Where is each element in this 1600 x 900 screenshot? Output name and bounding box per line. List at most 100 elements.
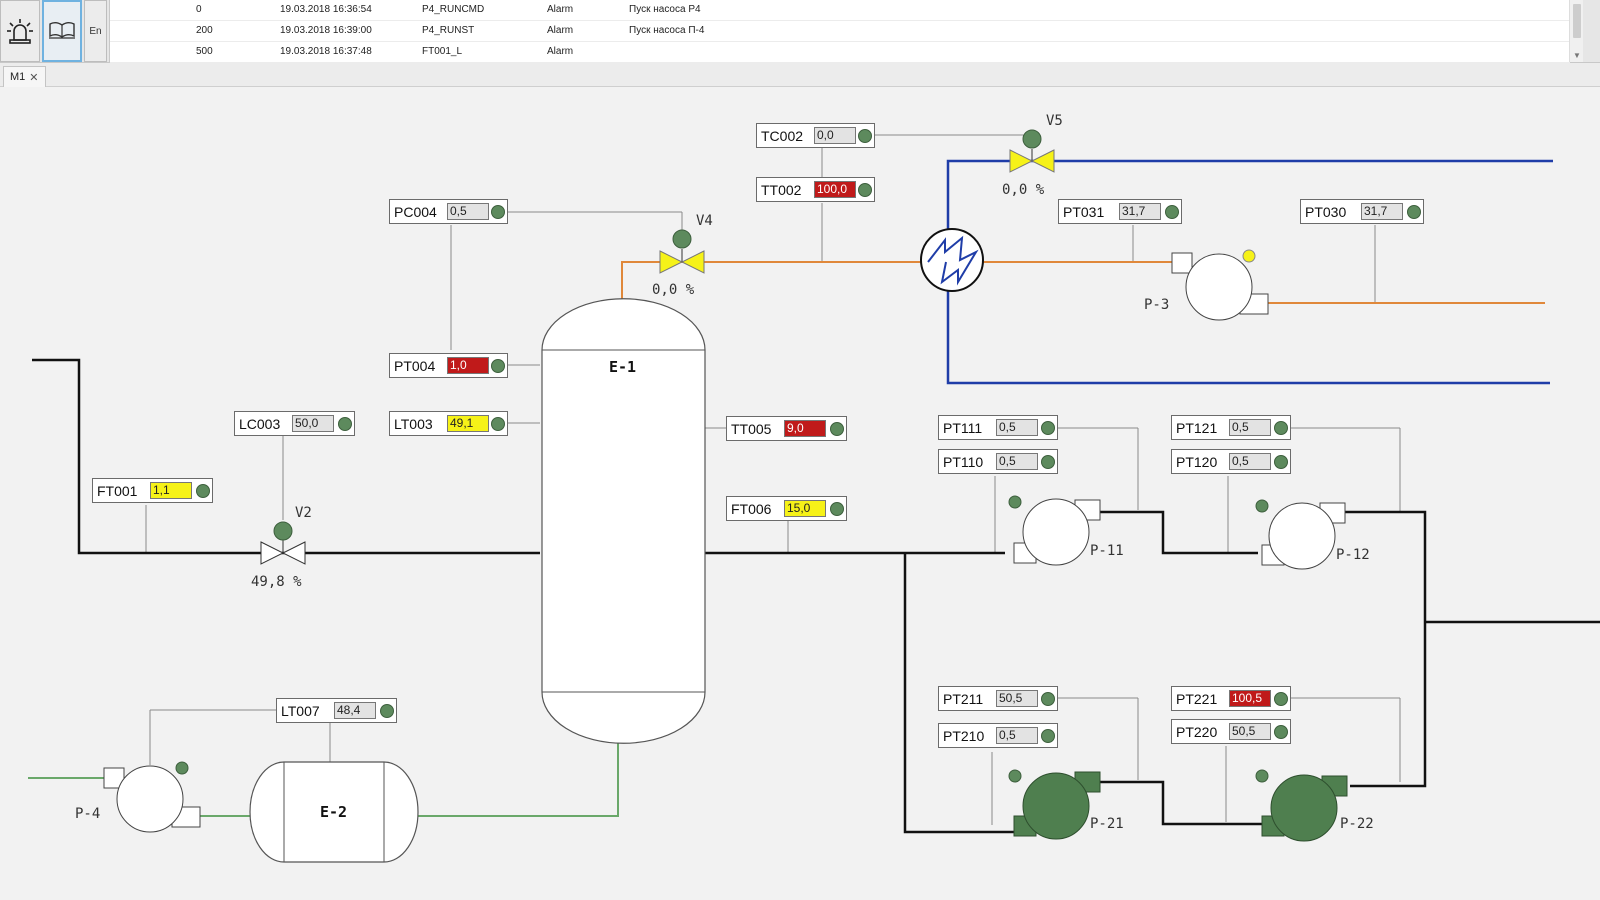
widget-pt111[interactable]: PT111 0,5 <box>938 415 1058 440</box>
language-button[interactable]: En <box>84 0 107 62</box>
alarm-message: Пуск насоса Р4 <box>629 4 701 15</box>
widget-tag: PT220 <box>1176 723 1218 740</box>
widget-tag: TT002 <box>761 181 802 198</box>
alarm-row[interactable]: 0 19.03.2018 16:36:54 P4_RUNCMD Alarm Пу… <box>110 0 1570 21</box>
alarm-type: Alarm <box>547 25 574 36</box>
valve-v5-name: V5 <box>1046 113 1063 129</box>
widget-lt003[interactable]: LT003 49,1 <box>389 411 508 436</box>
widget-tag: PT111 <box>943 419 983 436</box>
status-led-icon <box>1041 421 1055 435</box>
pump-p3-label: P-3 <box>1144 297 1170 313</box>
widget-value: 50,5 <box>1229 723 1271 740</box>
widget-tag: LC003 <box>239 415 281 432</box>
alarm-priority: 0 <box>196 4 202 15</box>
pump-p3[interactable] <box>1171 249 1269 321</box>
close-icon[interactable]: ✕ <box>29 71 39 84</box>
widget-value: 15,0 <box>784 500 826 517</box>
vessel-e1-label: E-1 <box>609 358 637 376</box>
alarm-type: Alarm <box>547 46 574 57</box>
alarm-journal-button[interactable] <box>42 0 82 62</box>
book-icon <box>49 22 75 39</box>
widget-value: 0,5 <box>1229 419 1271 436</box>
widget-tt002[interactable]: TT002 100,0 <box>756 177 875 202</box>
signal-lines <box>145 134 1401 825</box>
widget-tag: FT006 <box>731 500 772 517</box>
widget-value: 0,5 <box>996 453 1038 470</box>
vessel-e1[interactable] <box>541 298 706 744</box>
status-led-icon <box>1407 205 1421 219</box>
alarm-row[interactable]: 200 19.03.2018 16:39:00 P4_RUNST Alarm П… <box>110 21 1570 42</box>
widget-pt120[interactable]: PT120 0,5 <box>1171 449 1291 474</box>
widget-value: 50,5 <box>996 690 1038 707</box>
pump-p22[interactable] <box>1255 769 1348 842</box>
widget-value: 31,7 <box>1119 203 1161 220</box>
widget-pt211[interactable]: PT211 50,5 <box>938 686 1058 711</box>
tab-m1[interactable]: M1 ✕ <box>3 66 46 87</box>
widget-tag: PT030 <box>1305 203 1347 220</box>
widget-tag: PC004 <box>394 203 437 220</box>
status-led-icon <box>380 704 394 718</box>
alarm-row[interactable]: 500 19.03.2018 16:37:48 FT001_L Alarm <box>110 42 1570 63</box>
widget-pt220[interactable]: PT220 50,5 <box>1171 719 1291 744</box>
alarm-time: 19.03.2018 16:37:48 <box>280 46 372 57</box>
tab-label: M1 <box>10 71 26 83</box>
chevron-down-icon[interactable]: ▼ <box>1573 51 1581 60</box>
widget-tc002[interactable]: TC002 0,0 <box>756 123 875 148</box>
status-led-icon <box>196 484 210 498</box>
widget-tag: TC002 <box>761 127 804 144</box>
widget-tag: LT007 <box>281 702 320 719</box>
widget-pt210[interactable]: PT210 0,5 <box>938 723 1058 748</box>
widget-tag: PT110 <box>943 453 984 470</box>
tab-bar: M1 ✕ <box>0 63 1600 87</box>
process-mimic-canvas: E-1 E-2 V2 49,8 % V4 0,0 % V5 0,0 % P-3 … <box>0 87 1600 900</box>
widget-value: 0,0 <box>814 127 856 144</box>
widget-ft001[interactable]: FT001 1,1 <box>92 478 213 503</box>
widget-lc003[interactable]: LC003 50,0 <box>234 411 355 436</box>
widget-tag: PT221 <box>1176 690 1218 707</box>
valve-v2-position: 49,8 % <box>251 574 302 590</box>
widget-tt005[interactable]: TT005 9,0 <box>726 416 847 441</box>
alarm-list-scrollbar[interactable]: ▼ <box>1569 0 1583 62</box>
widget-value: 49,1 <box>447 415 489 432</box>
widget-tag: LT003 <box>394 415 433 432</box>
heat-exchanger[interactable] <box>920 228 984 292</box>
alarm-time: 19.03.2018 16:39:00 <box>280 25 372 36</box>
widget-pc004[interactable]: PC004 0,5 <box>389 199 508 224</box>
widget-value: 31,7 <box>1361 203 1403 220</box>
status-led-icon <box>1165 205 1179 219</box>
valve-v5-position: 0,0 % <box>1002 182 1045 198</box>
pump-p21[interactable] <box>1008 769 1101 840</box>
widget-pt004[interactable]: PT004 1,0 <box>389 353 508 378</box>
scrollbar-thumb[interactable] <box>1573 4 1581 38</box>
pump-p4-label: P-4 <box>75 806 101 822</box>
widget-pt121[interactable]: PT121 0,5 <box>1171 415 1291 440</box>
alarm-beacon-button[interactable] <box>0 0 40 62</box>
status-led-icon <box>1274 692 1288 706</box>
process-pipes-blue <box>946 159 1553 385</box>
process-pipes-green <box>28 738 619 817</box>
status-led-icon <box>491 205 505 219</box>
pump-p12-label: P-12 <box>1336 547 1370 563</box>
widget-pt110[interactable]: PT110 0,5 <box>938 449 1058 474</box>
vessel-e2[interactable] <box>249 761 419 863</box>
widget-ft006[interactable]: FT006 15,0 <box>726 496 847 521</box>
widget-pt030[interactable]: PT030 31,7 <box>1300 199 1424 224</box>
widget-pt221[interactable]: PT221 100,5 <box>1171 686 1291 711</box>
pump-p11[interactable] <box>1008 495 1101 566</box>
process-diagram <box>28 129 1600 863</box>
pump-p4[interactable] <box>103 761 201 833</box>
alarm-beacon-icon <box>7 19 33 44</box>
valve-v2[interactable] <box>260 521 306 565</box>
alarm-toolbar: En 0 19.03.2018 16:36:54 P4_RUNCMD Alarm… <box>0 0 1600 63</box>
widget-value: 0,5 <box>996 727 1038 744</box>
status-led-icon <box>1041 729 1055 743</box>
valve-v2-name: V2 <box>295 505 312 521</box>
pump-p12[interactable] <box>1255 499 1346 570</box>
widget-lt007[interactable]: LT007 48,4 <box>276 698 397 723</box>
widget-pt031[interactable]: PT031 31,7 <box>1058 199 1182 224</box>
alarm-time: 19.03.2018 16:36:54 <box>280 4 372 15</box>
valve-v4[interactable] <box>659 229 705 274</box>
status-led-icon <box>830 502 844 516</box>
status-led-icon <box>830 422 844 436</box>
valve-v5[interactable] <box>1009 129 1055 173</box>
